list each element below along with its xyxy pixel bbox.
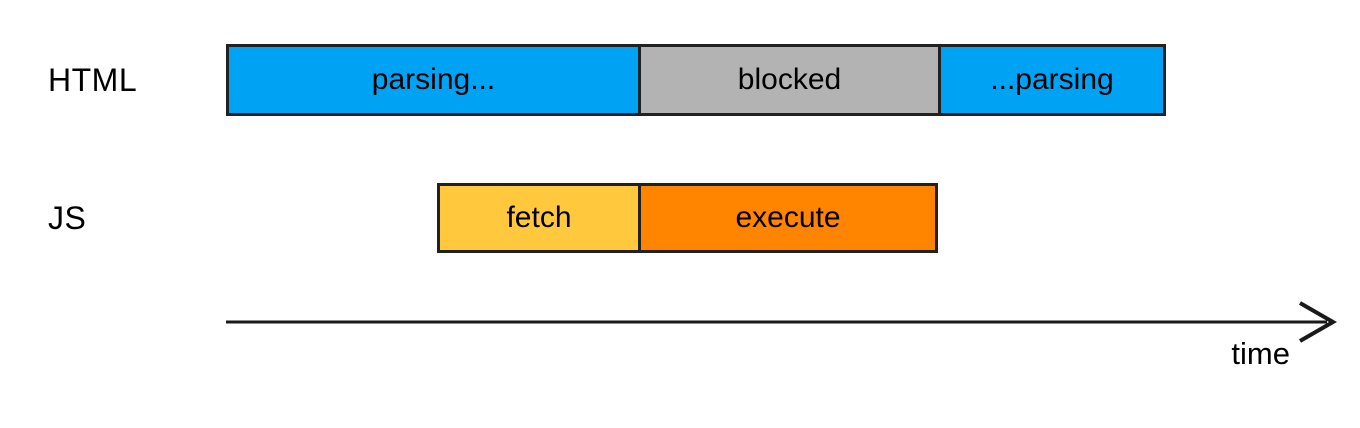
segment-blocked: blocked — [638, 44, 941, 116]
segment-execute: execute — [638, 183, 938, 253]
segment-label-blocked: blocked — [737, 63, 842, 96]
axis-label-time: time — [1231, 336, 1290, 371]
js-script-bar: fetch execute — [437, 183, 938, 253]
row-label-js: JS — [48, 199, 87, 236]
segment-parsing-resume: ...parsing — [938, 44, 1166, 116]
segment-label-execute: execute — [735, 201, 841, 234]
segment-parsing-start: parsing... — [226, 44, 641, 116]
segment-fetch: fetch — [437, 183, 641, 253]
segment-label-fetch: fetch — [506, 201, 572, 234]
row-label-html: HTML — [48, 61, 138, 98]
arrow-right-icon — [1299, 301, 1338, 343]
segment-label-parsing-start: parsing... — [371, 63, 496, 96]
html-parsing-bar: parsing... blocked ...parsing — [226, 44, 1166, 116]
time-axis — [226, 301, 1338, 343]
segment-label-parsing-resume: ...parsing — [990, 63, 1114, 96]
